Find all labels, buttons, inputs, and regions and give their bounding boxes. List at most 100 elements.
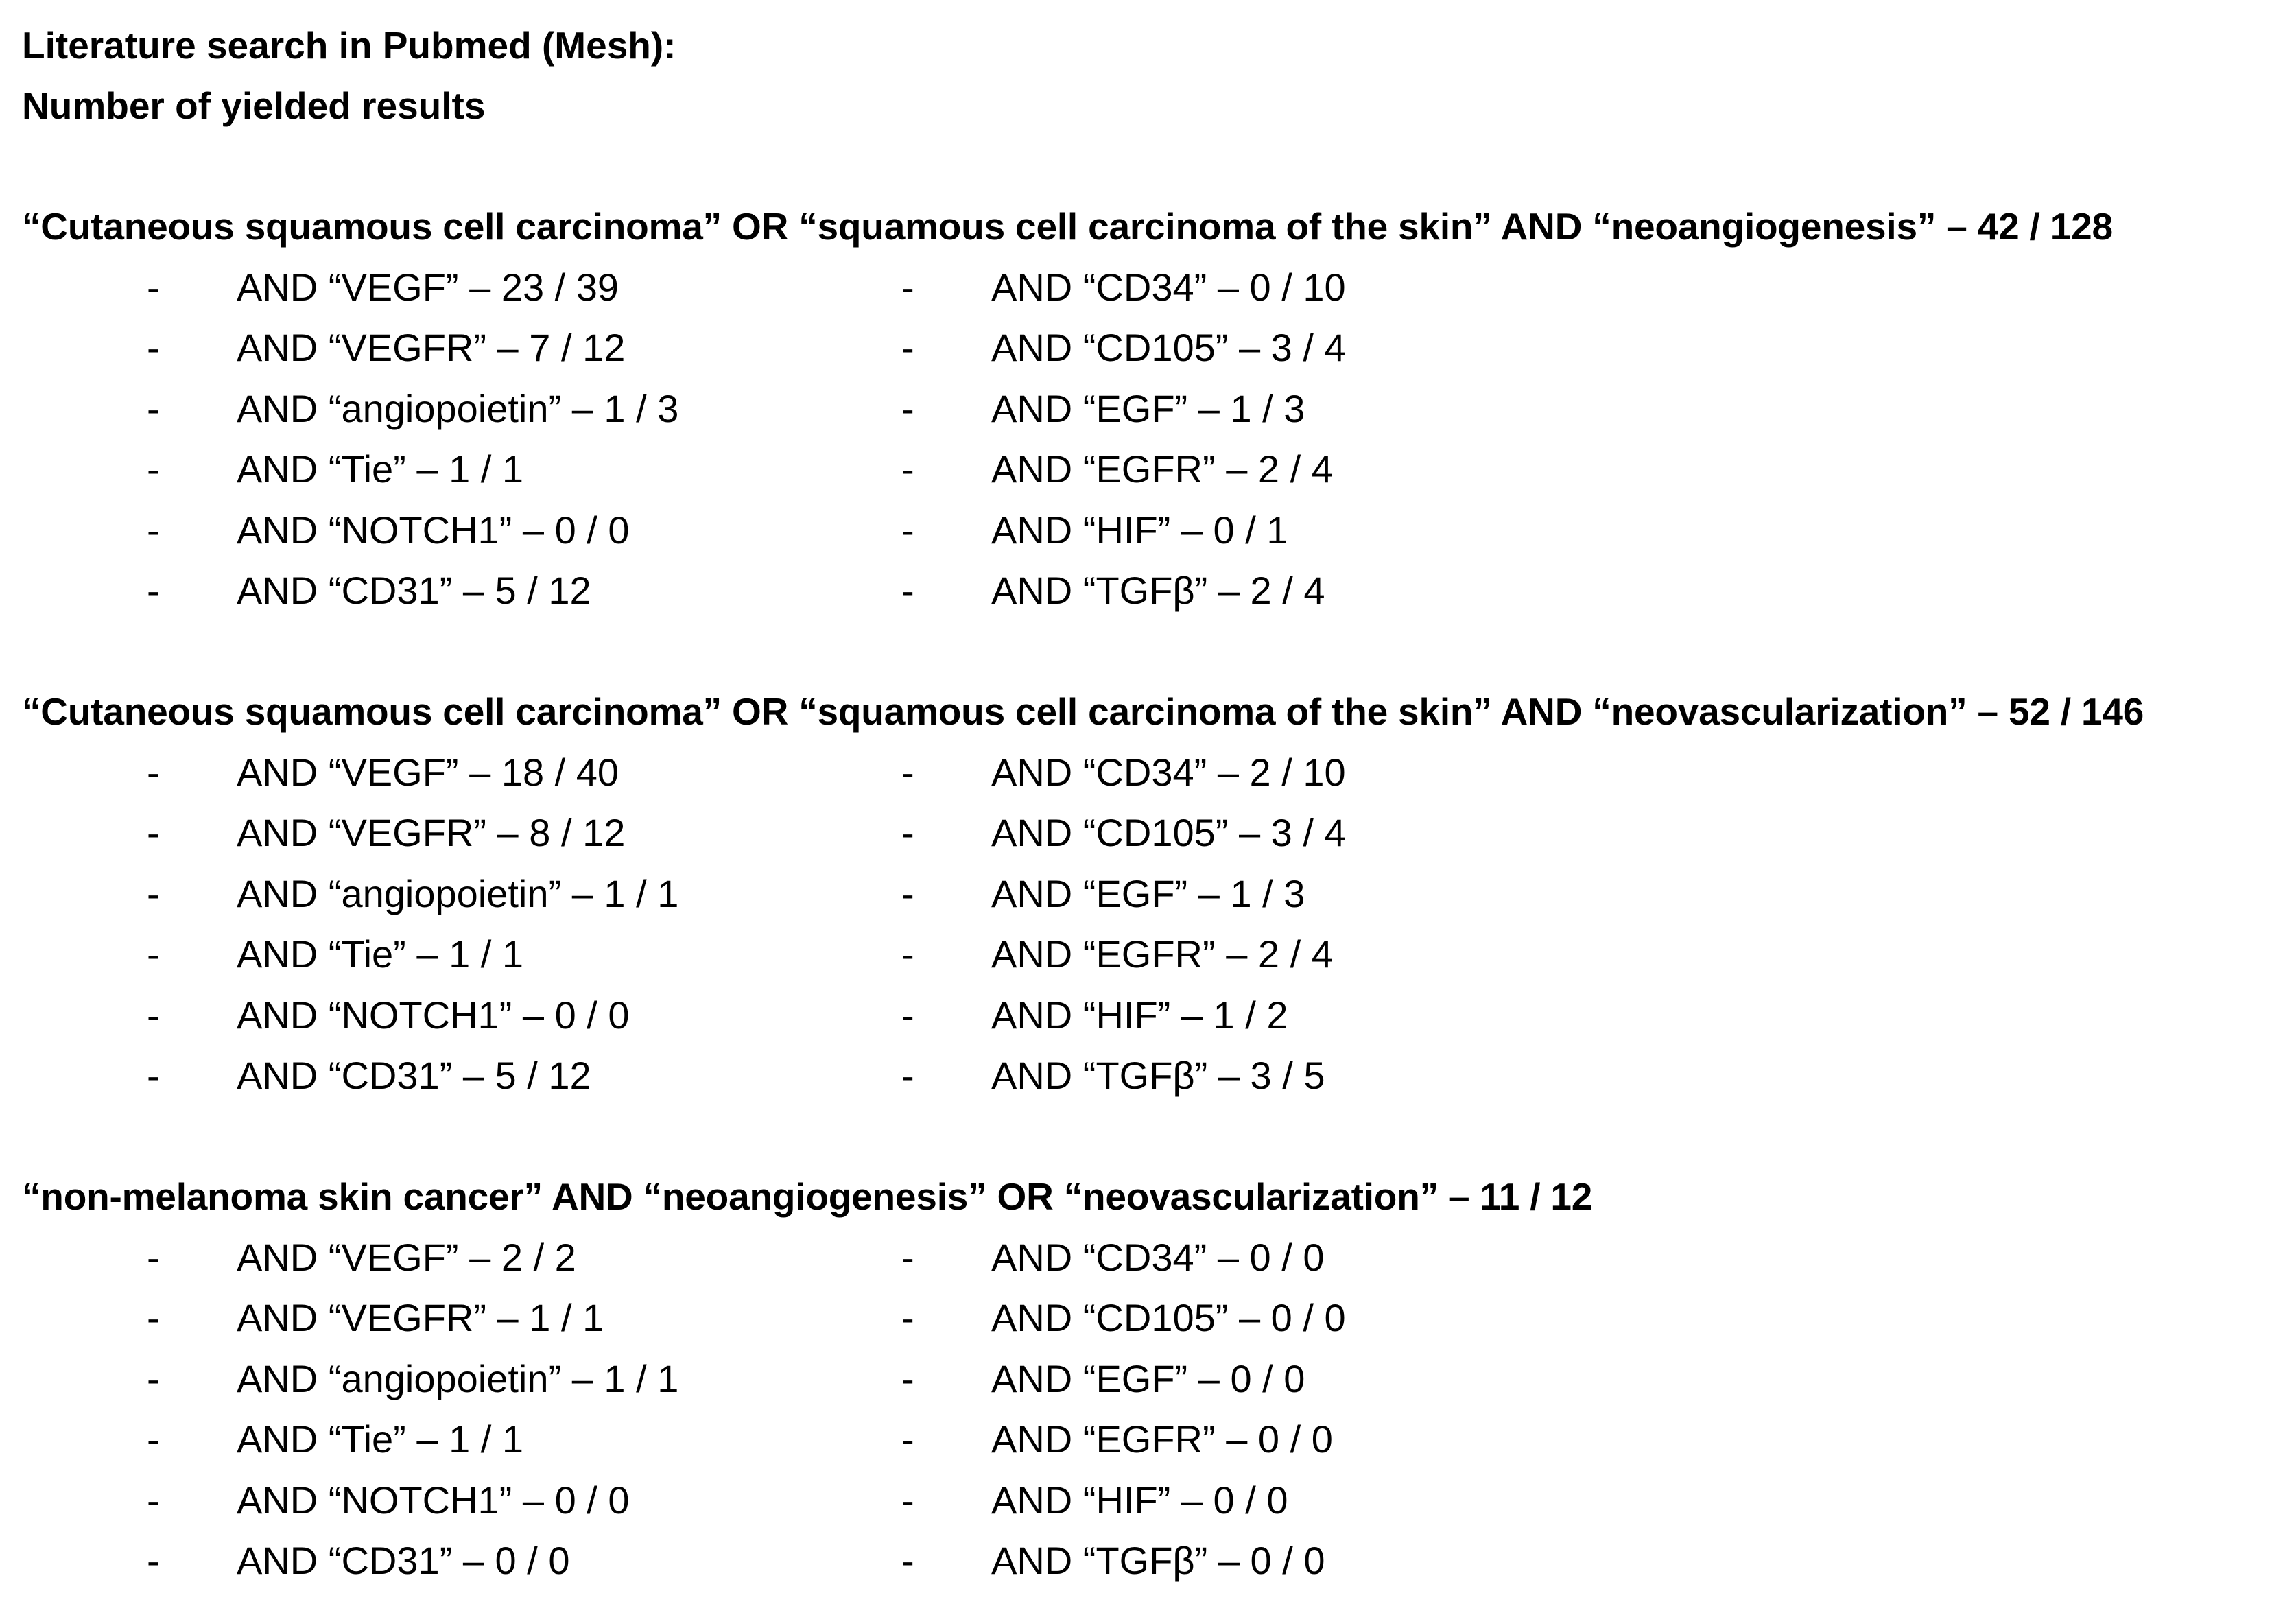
list-item: -AND “VEGF” – 2 / 2	[22, 1227, 777, 1288]
list-item: -AND “EGF” – 1 / 3	[777, 378, 1531, 439]
bullet-dash: -	[147, 1054, 160, 1098]
left-column: - AND “VEGF” – 18 / 40 - AND “VEGFR” – 8 /…	[22, 742, 777, 1106]
list-item: - AND “Tie” – 1 / 1	[22, 1409, 777, 1470]
left-column: - AND “VEGF” – 23 / 39 - AND “VEGFR” – 7 /…	[22, 257, 777, 621]
bullet-dash: -	[147, 326, 160, 370]
item-text: AND “angiopoietin” – 1 / 3	[237, 386, 679, 430]
item-text: AND “CD34” – 0 / 0	[991, 1235, 1325, 1279]
item-text: AND “EGFR” – 0 / 0	[991, 1417, 1333, 1461]
bullet-dash: -	[147, 811, 160, 855]
item-text: AND “TGFβ” – 3 / 5	[991, 1054, 1325, 1098]
bullet-dash: -	[901, 508, 914, 552]
item-text: AND “VEGFR” – 7 / 12	[237, 326, 626, 370]
item-text: AND “VEGFR” – 8 / 12	[237, 811, 626, 855]
bullet-dash: -	[901, 871, 914, 915]
item-text: AND “TGFβ” – 2 / 4	[991, 569, 1325, 613]
item-text: AND “angiopoietin” – 1 / 1	[237, 1356, 679, 1400]
list-item: - AND “CD31” – 5 / 12	[22, 561, 777, 622]
bullet-dash: -	[147, 750, 160, 794]
list-item: - AND “NOTCH1” – 0 / 0	[22, 499, 777, 561]
list-item: - AND “TGFβ” – 2 / 4	[777, 561, 1531, 622]
bullet-dash: -	[901, 932, 914, 976]
list-item: - AND “CD105” – 0 / 0	[777, 1288, 1531, 1349]
right-column: -AND “CD34” – 0 / 10 -AND “CD105” – 3 / …	[777, 257, 1531, 621]
list-item: -AND “HIF” – 1 / 2	[777, 985, 1531, 1046]
item-text: AND “VEGF” – 18 / 40	[237, 750, 619, 794]
list-item: - AND “CD31” – 5 / 12	[22, 1046, 777, 1107]
item-text: AND “HIF” – 1 / 2	[991, 993, 1288, 1037]
list-item: -AND “angiopoietin” – 1 / 3	[22, 378, 777, 439]
bullet-dash: -	[147, 1356, 160, 1400]
bullet-dash: -	[147, 265, 160, 309]
list-item: - AND “TGFβ” – 0 / 0	[777, 1531, 1531, 1592]
item-text: AND “NOTCH1” – 0 / 0	[237, 993, 630, 1037]
list-item: -AND “EGF” – 0 / 0	[777, 1348, 1531, 1409]
result-grid: - AND “VEGF” – 18 / 40 - AND “VEGFR” – 8 /…	[22, 742, 2279, 1106]
item-text: AND “VEGF” – 2 / 2	[237, 1235, 576, 1279]
list-item: - AND “EGF” – 1 / 3	[777, 863, 1531, 924]
list-item: - AND “VEGFR” – 7 / 12	[22, 318, 777, 379]
item-text: AND “angiopoietin” – 1 / 1	[237, 871, 679, 915]
item-text: AND “TGFβ” – 0 / 0	[991, 1539, 1325, 1583]
document-page: Literature search in Pubmed (Mesh): Numb…	[22, 15, 2279, 1591]
item-text: AND “EGFR” – 2 / 4	[991, 447, 1333, 491]
item-text: AND “NOTCH1” – 0 / 0	[237, 1478, 630, 1522]
bullet-dash: -	[901, 447, 914, 491]
bullet-dash: -	[147, 1539, 160, 1583]
bullet-dash: -	[147, 1296, 160, 1340]
item-text: AND “HIF” – 0 / 0	[991, 1478, 1288, 1522]
bullet-dash: -	[901, 811, 914, 855]
bullet-dash: -	[901, 386, 914, 430]
list-item: - AND “angiopoietin” – 1 / 1	[22, 1348, 777, 1409]
list-item: -AND “EGFR” – 2 / 4	[777, 924, 1531, 985]
bullet-dash: -	[901, 1539, 914, 1583]
bullet-dash: -	[147, 932, 160, 976]
query-heading: “non-melanoma skin cancer” AND “neoangio…	[22, 1175, 1593, 1218]
item-text: AND “Tie” – 1 / 1	[237, 447, 524, 491]
query-section-3: “non-melanoma skin cancer” AND “neoangio…	[22, 1166, 2279, 1591]
result-grid: -AND “VEGF” – 2 / 2 -AND “VEGFR” – 1 / 1…	[22, 1227, 2279, 1591]
query-heading: “Cutaneous squamous cell carcinoma” OR “…	[22, 690, 2144, 733]
bullet-dash: -	[147, 569, 160, 613]
document-title: Literature search in Pubmed (Mesh):	[22, 24, 676, 67]
bullet-dash: -	[901, 1296, 914, 1340]
bullet-dash: -	[147, 871, 160, 915]
list-item: -AND “CD105” – 3 / 4	[777, 318, 1531, 379]
bullet-dash: -	[901, 326, 914, 370]
bullet-dash: -	[901, 1235, 914, 1279]
list-item: - AND “HIF” – 0 / 1	[777, 499, 1531, 561]
list-item: - AND “Tie” – 1 / 1	[22, 439, 777, 500]
list-item: - AND “CD34” – 0 / 0	[777, 1227, 1531, 1288]
bullet-dash: -	[147, 447, 160, 491]
bullet-dash: -	[901, 1054, 914, 1098]
item-text: AND “CD34” – 2 / 10	[991, 750, 1346, 794]
result-grid: - AND “VEGF” – 23 / 39 - AND “VEGFR” – 7 /…	[22, 257, 2279, 621]
item-text: AND “CD31” – 5 / 12	[237, 569, 591, 613]
item-text: AND “VEGFR” – 1 / 1	[237, 1296, 604, 1340]
item-text: AND “Tie” – 1 / 1	[237, 1417, 524, 1461]
bullet-dash: -	[147, 1417, 160, 1461]
bullet-dash: -	[147, 508, 160, 552]
query-section-1: “Cutaneous squamous cell carcinoma” OR “…	[22, 196, 2279, 621]
list-item: -AND “CD34” – 0 / 10	[777, 257, 1531, 318]
item-text: AND “CD105” – 0 / 0	[991, 1296, 1346, 1340]
list-item: - AND “TGFβ” – 3 / 5	[777, 1046, 1531, 1107]
bullet-dash: -	[901, 569, 914, 613]
list-item: -AND “CD34” – 2 / 10	[777, 742, 1531, 803]
item-text: AND “VEGF” – 23 / 39	[237, 265, 619, 309]
list-item: - AND “EGFR” – 2 / 4	[777, 439, 1531, 500]
bullet-dash: -	[147, 1478, 160, 1522]
list-item: -AND “EGFR” – 0 / 0	[777, 1409, 1531, 1470]
bullet-dash: -	[901, 1356, 914, 1400]
list-item: - AND “angiopoietin” – 1 / 1	[22, 863, 777, 924]
list-item: - AND “VEGFR” – 8 / 12	[22, 803, 777, 864]
bullet-dash: -	[901, 265, 914, 309]
item-text: AND “EGF” – 1 / 3	[991, 871, 1305, 915]
item-text: AND “NOTCH1” – 0 / 0	[237, 508, 630, 552]
list-item: -AND “Tie” – 1 / 1	[22, 924, 777, 985]
list-item: - AND “NOTCH1” – 0 / 0	[22, 1470, 777, 1531]
query-section-2: “Cutaneous squamous cell carcinoma” OR “…	[22, 681, 2279, 1106]
item-text: AND “CD31” – 5 / 12	[237, 1054, 591, 1098]
left-column: -AND “VEGF” – 2 / 2 -AND “VEGFR” – 1 / 1…	[22, 1227, 777, 1591]
item-text: AND “HIF” – 0 / 1	[991, 508, 1288, 552]
